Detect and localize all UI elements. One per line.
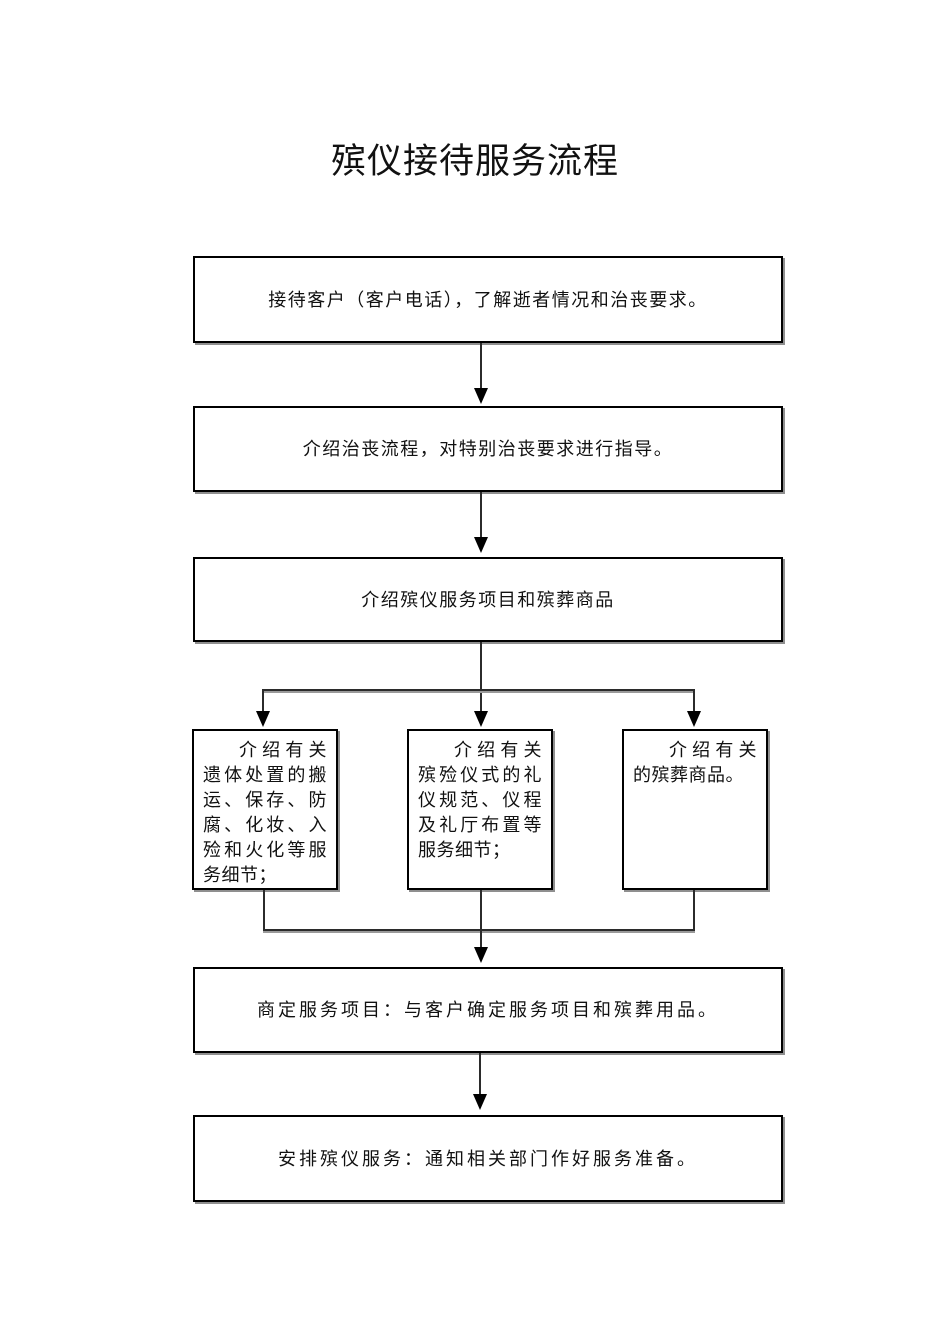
connector-branch-right-arrowhead: [687, 711, 701, 727]
connector-branch-left-drop: [262, 690, 264, 714]
flow-node-reception: 接待客户（客户电话），了解逝者情况和治丧要求。: [193, 256, 783, 343]
connector-branch-left-arrowhead: [256, 711, 270, 727]
flow-node-arrange-label: 安排殡仪服务：通知相关部门作好服务准备。: [278, 1148, 698, 1169]
connector-confirm-to-arrange-arrowhead: [473, 1094, 487, 1110]
connector-reception-to-guide: [480, 343, 482, 391]
flow-node-branch-ceremony: 介绍有关殡殓仪式的礼仪规范、仪程及礼厅布置等服务细节；: [407, 729, 553, 890]
flow-node-reception-label: 接待客户（客户电话），了解逝者情况和治丧要求。: [268, 289, 708, 310]
connector-merge-left-drop: [263, 890, 265, 932]
flow-node-confirm-label: 商定服务项目：与客户确定服务项目和殡葬用品。: [257, 1000, 719, 1020]
connector-merge-stem: [480, 890, 482, 950]
connector-merge-right-drop: [693, 890, 695, 932]
page-title: 殡仪接待服务流程: [330, 142, 619, 181]
flow-node-branch-goods: 介绍有关的殡葬商品。: [622, 729, 768, 890]
flow-node-branch-remains: 介绍有关遗体处置的搬运、保存、防腐、化妆、入殓和火化等服务细节；: [192, 729, 338, 890]
connector-branch-right-drop: [693, 690, 695, 714]
connector-branch-crossbar: [262, 689, 695, 691]
connector-merge-arrowhead: [474, 947, 488, 963]
connector-merge-crossbar: [263, 929, 695, 931]
flow-node-introduce-label: 介绍殡仪服务项目和殡葬商品: [361, 589, 615, 610]
flow-node-branch-ceremony-label: 介绍有关殡殓仪式的礼仪规范、仪程及礼厅布置等服务细节；: [418, 740, 542, 860]
connector-branch-stem: [480, 642, 482, 714]
flow-node-branch-remains-label: 介绍有关遗体处置的搬运、保存、防腐、化妆、入殓和火化等服务细节；: [203, 740, 327, 885]
connector-confirm-to-arrange: [479, 1053, 481, 1097]
flow-node-branch-goods-label: 介绍有关的殡葬商品。: [633, 740, 757, 785]
flow-node-arrange: 安排殡仪服务：通知相关部门作好服务准备。: [193, 1115, 783, 1202]
connector-reception-to-guide-arrowhead: [474, 388, 488, 404]
flow-node-confirm: 商定服务项目：与客户确定服务项目和殡葬用品。: [193, 967, 783, 1053]
flow-node-introduce: 介绍殡仪服务项目和殡葬商品: [193, 557, 783, 642]
connector-guide-to-introduce: [480, 492, 482, 540]
flow-node-guide-label: 介绍治丧流程，对特别治丧要求进行指导。: [302, 439, 674, 459]
flow-node-guide: 介绍治丧流程，对特别治丧要求进行指导。: [193, 406, 783, 492]
connector-guide-to-introduce-arrowhead: [474, 537, 488, 553]
connector-branch-center-arrowhead: [474, 711, 488, 727]
